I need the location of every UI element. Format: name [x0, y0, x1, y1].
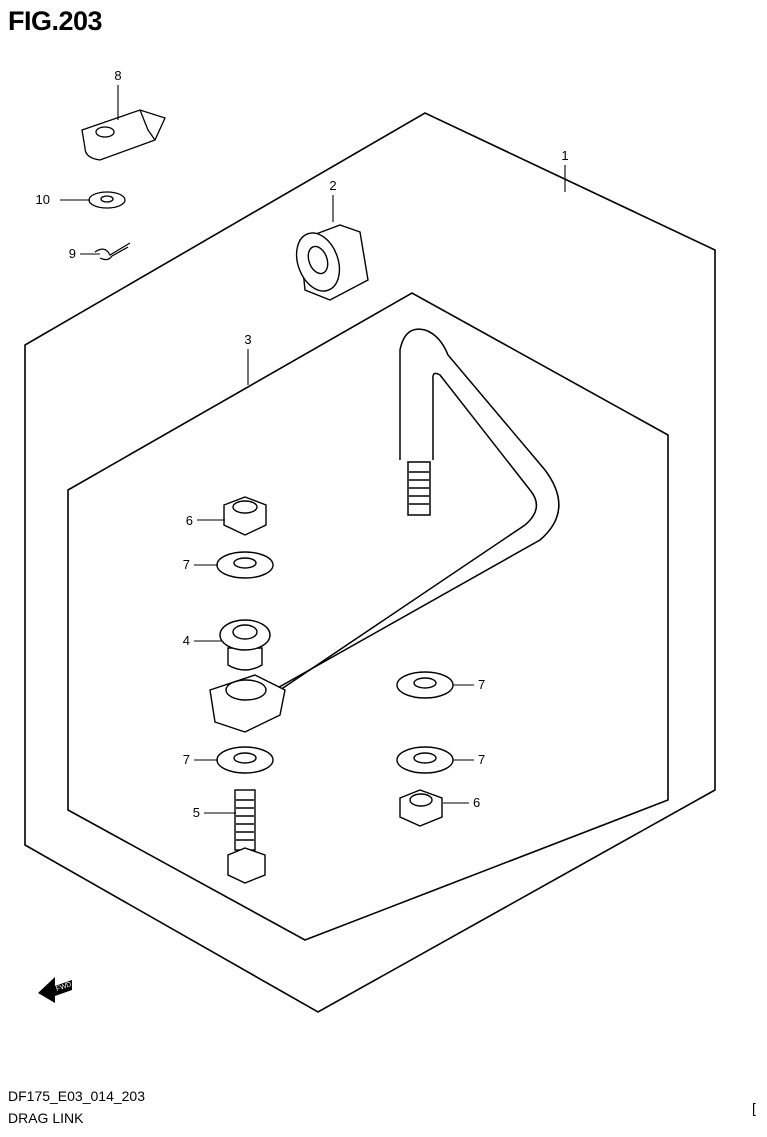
forward-arrow-icon: FWD	[38, 977, 73, 1003]
callout-bushing: 4	[183, 633, 190, 648]
callout-washer: 7	[183, 752, 190, 767]
cotter-pin-part	[94, 242, 131, 261]
inner-assembly-outline	[67, 292, 669, 941]
callout-drag-link-assembly: 1	[561, 148, 568, 163]
nut-part	[223, 496, 267, 536]
callout-layer: 1 2 3 8 10 9 6 7 4 7 5 7 7 6	[36, 68, 569, 820]
bushing-small-part	[219, 619, 271, 671]
callout-drag-link-rod: 3	[244, 332, 251, 347]
callout-bushing: 2	[329, 178, 336, 193]
rod-eye-part	[209, 674, 286, 733]
caption: DRAG LINK	[8, 1110, 84, 1126]
bolt-part	[227, 789, 266, 884]
callout-cotter-pin: 9	[69, 246, 76, 261]
drag-link-rod-part	[264, 328, 560, 696]
callout-nut: 6	[186, 513, 193, 528]
callout-nut: 6	[473, 795, 480, 810]
callout-washer: 7	[183, 557, 190, 572]
nut-part	[399, 789, 443, 827]
callout-washer: 10	[36, 192, 50, 207]
drawing-code: DF175_E03_014_203	[8, 1088, 146, 1104]
figure-title: FIG.203	[8, 6, 103, 36]
callout-washer: 7	[478, 752, 485, 767]
bushing-part	[295, 224, 369, 301]
washer-part	[88, 191, 126, 209]
corner-mark: [	[752, 1100, 756, 1116]
callout-link-end: 8	[114, 68, 121, 83]
callout-washer: 7	[478, 677, 485, 692]
link-end-part	[81, 109, 166, 161]
outer-assembly-outline	[24, 112, 716, 1013]
callout-bolt: 5	[193, 805, 200, 820]
